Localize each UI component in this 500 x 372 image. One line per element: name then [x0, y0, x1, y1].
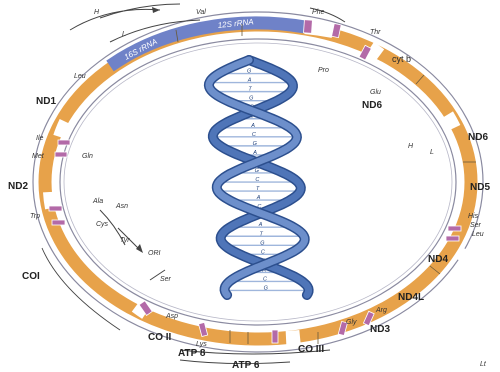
base-pair-letter: C: [255, 177, 259, 183]
base-pair-letter: A: [256, 195, 261, 201]
base-pair-letter: A: [250, 123, 255, 129]
label-ser2: Ser: [470, 222, 482, 229]
label-nd5: ND5: [470, 182, 490, 193]
label-lys: Lys: [196, 341, 207, 348]
base-pair-letter: A: [258, 222, 263, 228]
label-promoter-l: L: [430, 149, 434, 156]
label-nd3: ND3: [370, 324, 390, 335]
label-coiii: CO III: [298, 344, 324, 355]
label-promoter-h: H: [408, 143, 414, 150]
base-pair-letter: G: [249, 96, 254, 102]
label-cys: Cys: [96, 221, 109, 228]
base-pair-letter: C: [263, 276, 267, 282]
label-met: Met: [32, 153, 45, 160]
label-trp: Trp: [30, 213, 40, 220]
base-pair-letter: G: [260, 240, 265, 246]
base-pair-letter: G: [253, 141, 258, 147]
label-atp6: ATP 6: [232, 360, 260, 371]
label-nd1: ND1: [36, 96, 56, 107]
label-coii: CO II: [148, 332, 172, 343]
label-nd6-right: ND6: [468, 132, 488, 143]
label-ala: Ala: [92, 198, 103, 205]
base-pair-letter: G: [264, 285, 269, 291]
base-pair-letter: A: [247, 78, 252, 84]
label-pro: Pro: [318, 67, 329, 74]
label-l-strand: L: [122, 31, 126, 38]
label-val: Val: [196, 9, 206, 16]
label-leu2: Leu: [472, 231, 484, 238]
label-asn: Asn: [115, 203, 128, 210]
label-nd4: ND4: [428, 254, 448, 265]
base-pair-letter: G: [255, 168, 260, 174]
base-pair-letter: G: [247, 69, 252, 75]
label-leu: Leu: [74, 73, 86, 80]
label-tyr: Tyr: [120, 237, 130, 244]
label-coi: COI: [22, 271, 40, 282]
label-gly: Gly: [346, 319, 357, 326]
label-ile: Ile: [36, 135, 44, 142]
label-asp: Asp: [165, 313, 178, 320]
label-h-strand: H: [94, 9, 100, 16]
label-gln: Gln: [82, 153, 93, 160]
label-cytb: cyt b: [392, 54, 411, 64]
label-phe: Phe: [312, 9, 325, 16]
ori-arrows: [100, 210, 165, 280]
label-his: His: [468, 213, 479, 220]
label-nd4l: ND4L: [398, 292, 424, 303]
label-corner: Lt: [480, 361, 487, 368]
base-pair-letter: C: [261, 249, 265, 255]
label-glu: Glu: [370, 89, 381, 96]
label-atp8: ATP 8: [178, 348, 206, 359]
label-nd2: ND2: [8, 181, 28, 192]
label-arg: Arg: [375, 307, 387, 314]
label-ori: ORI: [148, 250, 161, 257]
label-ser: Ser: [160, 276, 172, 283]
label-nd6: ND6: [362, 100, 382, 111]
base-pair-letter: C: [252, 132, 256, 138]
base-pair-letter: A: [252, 150, 257, 156]
label-thr: Thr: [370, 29, 381, 36]
